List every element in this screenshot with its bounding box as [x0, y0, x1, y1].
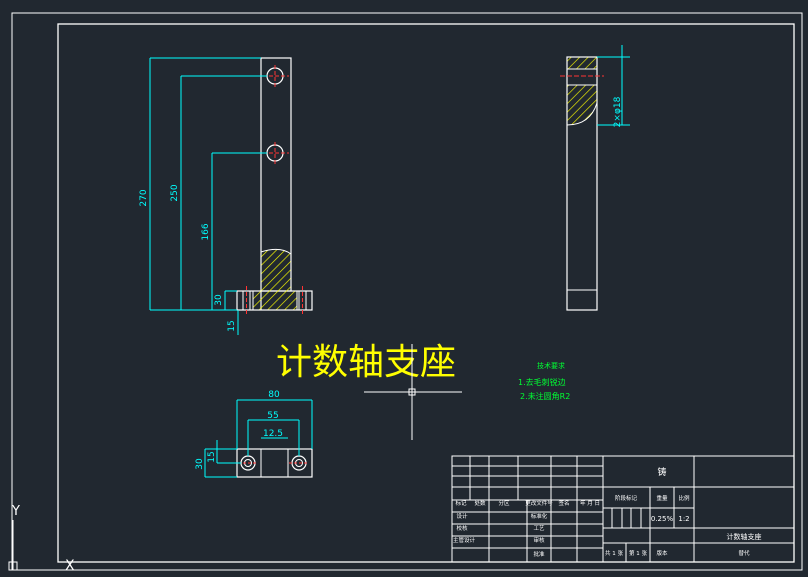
dim-15: 15 [227, 320, 237, 331]
tb-zone: 分区 [498, 499, 510, 507]
notes-line-1: 1.去毛刺锐边 [518, 377, 566, 387]
tb-change-doc: 更改文件号 [525, 499, 553, 507]
tb-supervisor: 主管设计 [453, 536, 476, 544]
side-hatch-top [566, 56, 598, 70]
dim-12-5: 12.5 [263, 429, 283, 439]
tb-date: 年 月 日 [580, 499, 600, 507]
ucs-x-label: X [65, 558, 75, 574]
notes-heading: 技术要求 [537, 361, 565, 370]
tb-designer: 设计 [456, 512, 468, 520]
title-block[interactable] [451, 455, 795, 563]
tb-replace: 替代 [738, 549, 750, 557]
dim-top-30: 30 [195, 458, 205, 470]
tb-stage-mark: 阶段标记 [615, 494, 638, 502]
ucs-icon [8, 520, 60, 571]
crosshair-cursor[interactable] [364, 344, 462, 440]
dim-166: 166 [201, 223, 211, 240]
section-hatch [252, 248, 298, 311]
technical-notes: 技术要求 1.去毛刺锐边 2.未注圆角R2 [518, 361, 570, 401]
tb-weight-value: 0.25% [651, 515, 674, 523]
ucs-y-label: Y [11, 504, 20, 519]
tb-version: 版本 [656, 549, 668, 557]
tb-audit: 审核 [533, 536, 545, 544]
tb-part-name: 计数轴支座 [727, 532, 762, 541]
tb-count: 处数 [474, 499, 486, 507]
dim-55: 55 [267, 411, 278, 421]
dim-80: 80 [268, 390, 280, 400]
dim-top-15: 15 [207, 451, 217, 462]
dim-250: 250 [170, 184, 180, 201]
tb-scale-value: 1:2 [678, 515, 689, 523]
drawing-title: 计数轴支座 [276, 342, 456, 383]
side-hatch-lower [566, 84, 598, 126]
tb-approve: 批准 [533, 550, 545, 558]
tb-sign: 签名 [558, 499, 569, 507]
dim-270: 270 [139, 189, 149, 206]
tb-rev-marker: 标记 [455, 499, 467, 507]
tb-standardize: 标准化 [531, 512, 548, 520]
tb-material: 铸 [657, 466, 666, 478]
tb-checker: 校核 [456, 524, 468, 532]
tb-sheet-no: 第 1 张 [629, 549, 647, 557]
tb-sheets-total: 共 1 张 [605, 549, 623, 557]
tb-scale-label: 比例 [678, 494, 690, 502]
outer-frame [11, 12, 803, 571]
tb-weight: 重量 [656, 494, 668, 502]
dim-hole-dia: 2×φ18 [613, 96, 623, 127]
side-view[interactable]: 2×φ18 [560, 45, 630, 311]
title-block-text: 铸 标记 处数 分区 更改文件号 签名 年 月 日 设计 标准化 校核 工艺 主… [453, 466, 762, 558]
dim-30: 30 [214, 294, 224, 306]
front-view[interactable]: 270 250 166 30 15 [139, 57, 313, 335]
tb-process: 工艺 [533, 525, 545, 532]
notes-line-2: 2.未注圆角R2 [520, 391, 570, 401]
top-view[interactable]: 80 55 12.5 15 30 [195, 390, 313, 478]
inner-frame [57, 23, 795, 563]
